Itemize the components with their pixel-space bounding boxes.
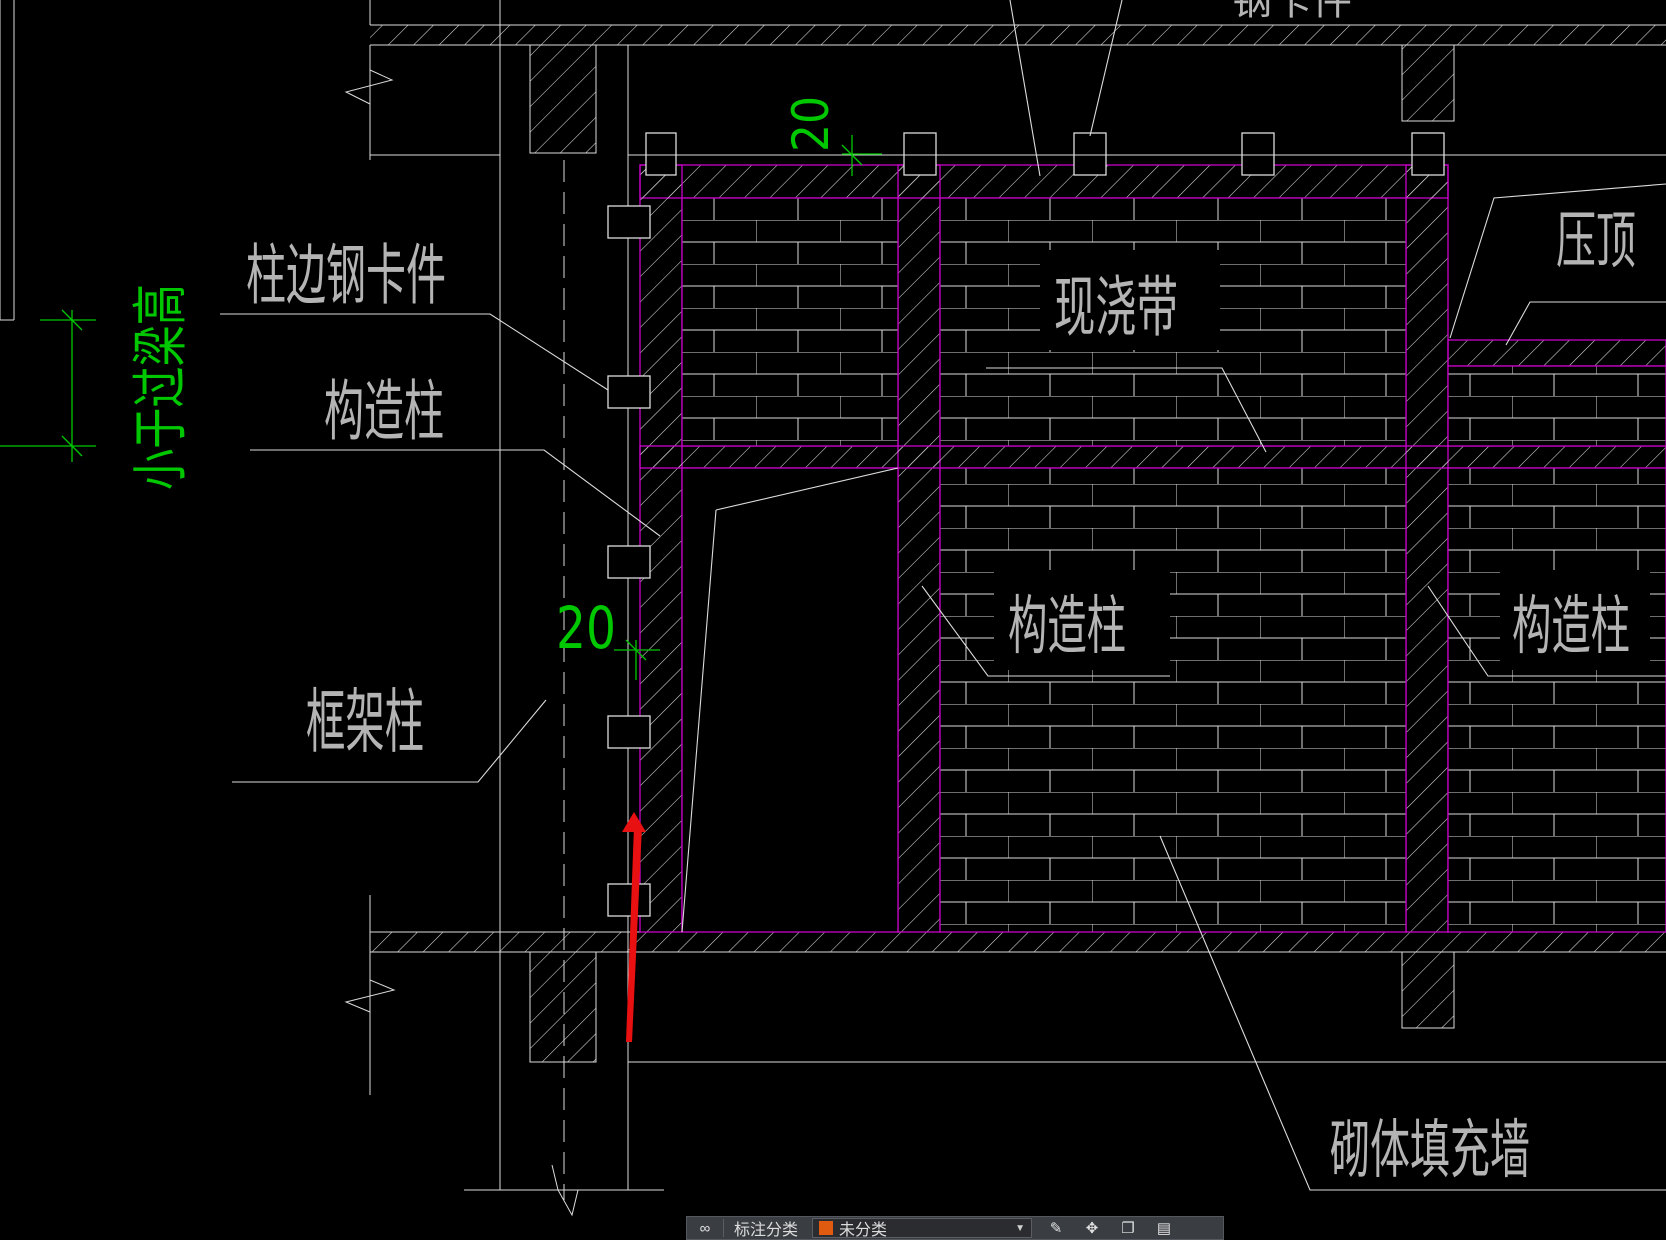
red-arrow [622, 812, 646, 1042]
label-coping: 压顶 [1556, 204, 1636, 277]
label-structural-column-left: 构造柱 [324, 373, 444, 450]
label-structural-column-right: 构造柱 [1512, 590, 1630, 664]
label-cast-in-place-band: 现浇带 [1054, 269, 1178, 346]
move-icon[interactable]: ✥ [1085, 1220, 1099, 1237]
category-color-swatch [819, 1221, 834, 1235]
edit-icon[interactable]: ✎ [1049, 1220, 1063, 1237]
chevron-down-icon: ▼ [1015, 1222, 1026, 1234]
label-frame-column: 框架柱 [306, 681, 424, 763]
category-select[interactable]: 未分类 ▼ [812, 1218, 1033, 1239]
label-column-edge-clip: 柱边钢卡件 [246, 237, 446, 314]
dimension-gap-top: 20 [782, 96, 840, 152]
dimension-marks [0, 135, 882, 680]
label-structural-column-mid: 构造柱 [1008, 590, 1126, 664]
dimension-gap-side: 20 [556, 594, 616, 662]
annotation-toolbar: ∞ 标注分类 未分类 ▼ ✎ ✥ ❐ ▤ [686, 1216, 1224, 1240]
copy-icon[interactable]: ❐ [1121, 1220, 1135, 1237]
delete-icon[interactable]: ▤ [1156, 1220, 1172, 1237]
steel-clips [607, 132, 1445, 917]
category-label: 标注分类 [734, 1222, 799, 1239]
leader-lines [220, 0, 1666, 1191]
label-masonry-infill-wall: 砌体填充墙 [1330, 1114, 1530, 1188]
link-icon[interactable]: ∞ [699, 1219, 711, 1237]
masonry-panels [681, 197, 1666, 933]
dimension-vertical-note: 小于过梁高 [129, 284, 194, 490]
structural-columns [639, 164, 1666, 933]
category-value: 未分类 [839, 1222, 888, 1239]
top-slab [369, 0, 1666, 160]
bottom-slab [344, 895, 1666, 1095]
label-top-partial: 钢卡件 [1232, 0, 1352, 24]
